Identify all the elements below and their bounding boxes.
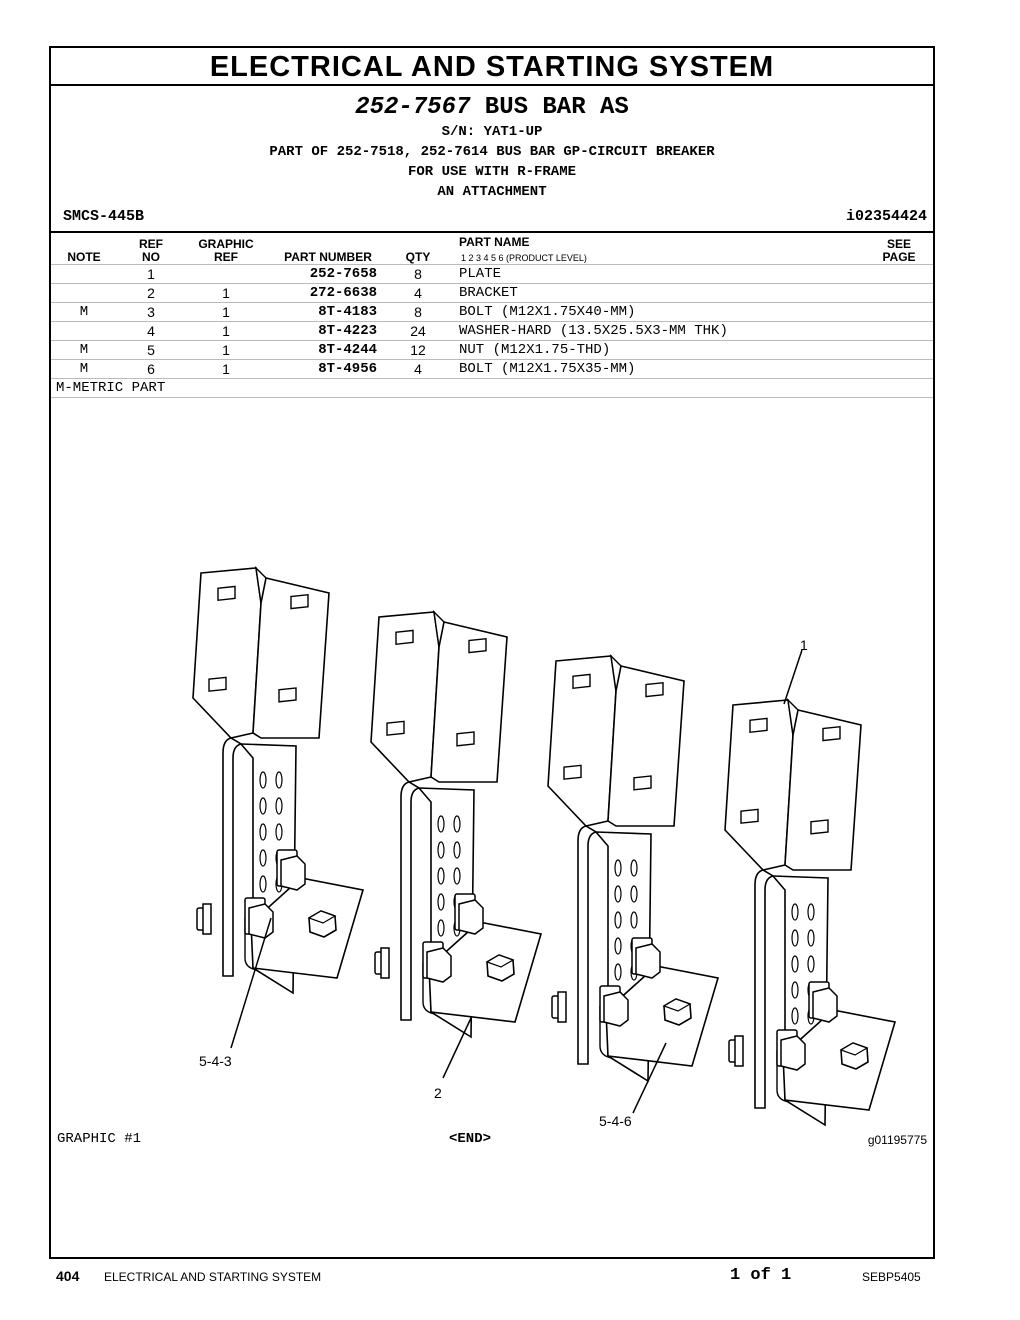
for-use: FOR USE WITH R-FRAME <box>407 164 577 180</box>
serial-number: S/N: YAT1-UP <box>441 124 543 140</box>
part-number: 252-7567 <box>355 94 471 121</box>
col-see-page: SEE PAGE <box>871 238 927 264</box>
row-ref: 1 <box>147 266 155 282</box>
row-ref: 3 <box>147 304 155 320</box>
metric-note: M-METRIC PART <box>51 378 933 398</box>
product-levels: 1 2 3 4 5 6 (PRODUCT LEVEL) <box>461 253 587 263</box>
row-part-name: BOLT (M12X1.75X40-MM) <box>459 304 636 320</box>
row-part-number: 252-7658 <box>309 266 377 282</box>
bus-bar-2 <box>370 611 542 1038</box>
row-qty: 8 <box>414 304 422 320</box>
col-ref: REF NO <box>131 238 171 264</box>
metric-note-text: M-METRIC PART <box>56 380 166 396</box>
row-part-name: WASHER-HARD (13.5X25.5X3-MM THK) <box>459 323 728 339</box>
leader-5-4-6 <box>632 1042 667 1114</box>
col-ref-bottom: NO <box>142 250 160 264</box>
row-qty: 4 <box>414 285 422 301</box>
row-graphic-ref: 1 <box>222 323 230 339</box>
part-title: 252-7567 BUS BAR AS <box>51 94 933 122</box>
table-row: 2 1 272-6638 4 BRACKET <box>51 283 933 302</box>
part-name: BUS BAR AS <box>484 94 629 121</box>
bus-bar-4 <box>724 699 896 1126</box>
leader-1 <box>783 649 803 705</box>
row-part-name: BOLT (M12X1.75X35-MM) <box>459 361 636 377</box>
table-row: M 5 1 8T-4244 12 NUT (M12X1.75-THD) <box>51 340 933 359</box>
row-ref: 4 <box>147 323 155 339</box>
row-part-number: 8T-4956 <box>318 361 377 377</box>
row-qty: 24 <box>410 323 426 339</box>
bus-bar-illustration: 1 5-4-3 2 5-4-6 <box>192 567 896 1129</box>
row-graphic-ref: 1 <box>222 285 230 301</box>
leader-2 <box>442 1017 472 1079</box>
bus-bar-3 <box>547 655 719 1082</box>
row-ref: 6 <box>147 361 155 377</box>
callout-1: 1 <box>800 637 808 653</box>
page-of: 1 of 1 <box>730 1266 792 1285</box>
smcs-code: SMCS-445B <box>63 208 145 225</box>
table-row: M 3 1 8T-4183 8 BOLT (M12X1.75X40-MM) <box>51 302 933 321</box>
footer-section: ELECTRICAL AND STARTING SYSTEM <box>104 1270 322 1284</box>
document-id: SEBP5405 <box>862 1270 921 1284</box>
row-part-number: 8T-4244 <box>318 342 377 358</box>
col-note: NOTE <box>67 250 101 264</box>
part-header: 252-7567 BUS BAR AS S/N: YAT1-UP PART OF… <box>51 86 933 202</box>
row-part-number: 8T-4223 <box>318 323 377 339</box>
table-top-rule <box>51 231 933 233</box>
row-ref: 2 <box>147 285 155 301</box>
row-graphic-ref: 1 <box>222 304 230 320</box>
row-ref: 5 <box>147 342 155 358</box>
col-part-name: PART NAME <box>459 235 530 249</box>
col-see-top: SEE <box>886 237 911 251</box>
part-of: PART OF 252-7518, 252-7614 BUS BAR GP-CI… <box>269 144 715 160</box>
graphic-id: g01195775 <box>867 1133 927 1147</box>
illustration-id: i02354424 <box>845 208 927 225</box>
table-row: 4 1 8T-4223 24 WASHER-HARD (13.5X25.5X3-… <box>51 321 933 340</box>
col-graphic-top: GRAPHIC <box>198 237 254 251</box>
row-part-number: 272-6638 <box>309 285 377 301</box>
row-note: M <box>79 304 89 320</box>
page-number: 404 <box>56 1268 80 1284</box>
row-note: M <box>79 361 89 377</box>
parts-table: 1 252-7658 8 PLATE 2 1 272-6638 4 BRACKE… <box>51 264 933 398</box>
row-part-number: 8T-4183 <box>318 304 377 320</box>
page-frame: ELECTRICAL AND STARTING SYSTEM 252-7567 … <box>49 46 935 1259</box>
section-title: ELECTRICAL AND STARTING SYSTEM <box>51 48 933 86</box>
col-graphic-ref: GRAPHIC REF <box>186 238 266 264</box>
row-part-name: NUT (M12X1.75-THD) <box>459 342 611 358</box>
table-row: M 6 1 8T-4956 4 BOLT (M12X1.75X35-MM) <box>51 359 933 378</box>
row-part-name: PLATE <box>459 266 502 282</box>
col-see-bottom: PAGE <box>882 250 916 264</box>
row-graphic-ref: 1 <box>222 361 230 377</box>
col-part-number: PART NUMBER <box>284 250 372 264</box>
col-graphic-bottom: REF <box>214 250 238 264</box>
bus-bar-1 <box>192 567 364 994</box>
row-part-name: BRACKET <box>459 285 518 301</box>
callout-5-4-3: 5-4-3 <box>199 1053 232 1069</box>
row-note: M <box>79 342 89 358</box>
graphic-label: GRAPHIC #1 <box>57 1131 142 1147</box>
col-ref-top: REF <box>139 237 163 251</box>
attachment: AN ATTACHMENT <box>437 184 547 200</box>
row-qty: 12 <box>410 342 426 358</box>
row-qty: 8 <box>414 266 422 282</box>
row-qty: 4 <box>414 361 422 377</box>
leader-5-4-3 <box>230 917 272 1049</box>
table-row: 1 252-7658 8 PLATE <box>51 264 933 283</box>
callout-2: 2 <box>434 1085 442 1101</box>
callout-5-4-6: 5-4-6 <box>599 1113 632 1129</box>
end-marker: <END> <box>449 1131 492 1147</box>
row-graphic-ref: 1 <box>222 342 230 358</box>
col-qty: QTY <box>405 250 431 264</box>
